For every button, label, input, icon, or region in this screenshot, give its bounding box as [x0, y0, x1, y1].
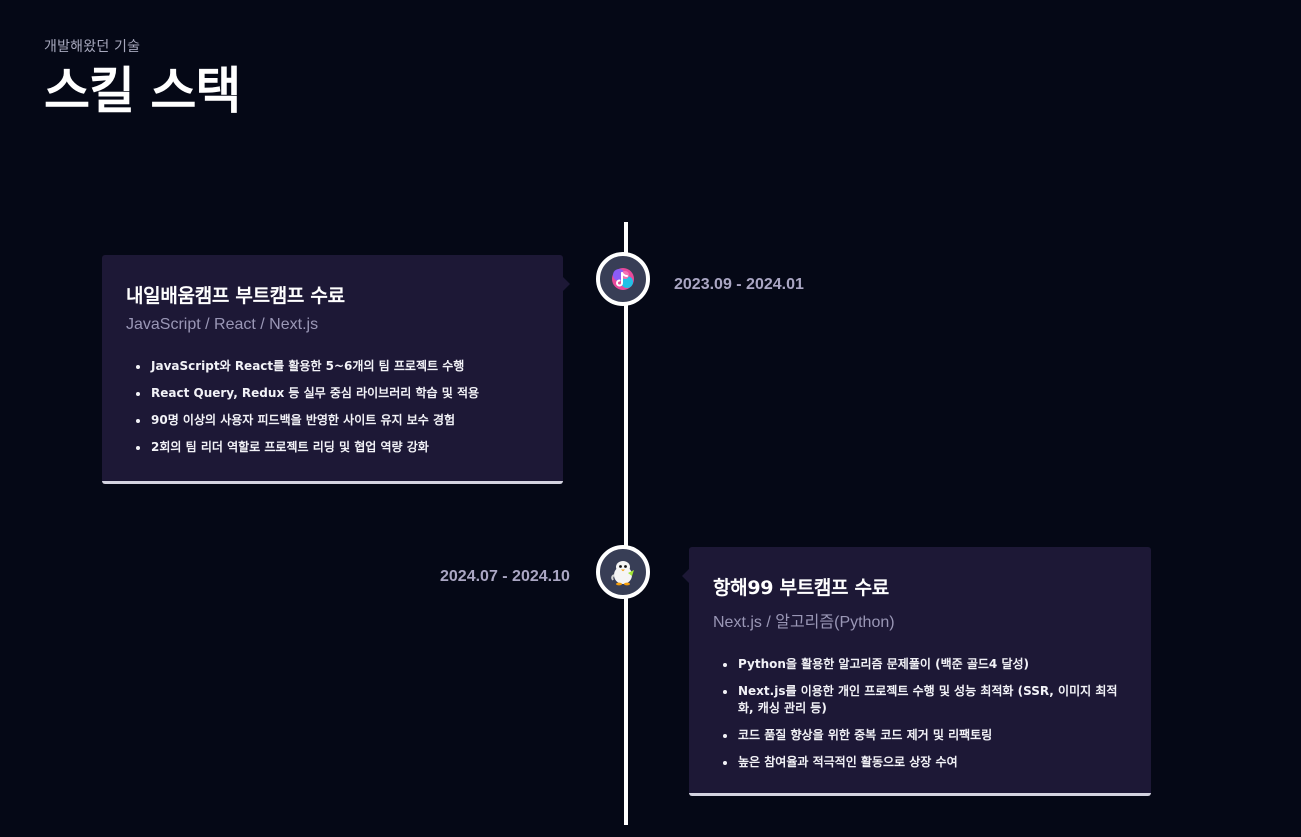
card-point: JavaScript와 React를 활용한 5~6개의 팀 프로젝트 수행 — [150, 358, 539, 375]
card-point: React Query, Redux 등 실무 중심 라이브러리 학습 및 적용 — [150, 385, 539, 402]
section-title: 스킬 스택 — [44, 62, 241, 120]
card-point: 2회의 팀 리더 역할로 프로젝트 리딩 및 협업 역량 강화 — [150, 439, 539, 456]
card-point: 높은 참여율과 적극적인 활동으로 상장 수여 — [737, 754, 1127, 771]
hanghae-mascot-icon — [611, 561, 634, 586]
timeline-date: 2023.09 - 2024.01 — [674, 276, 804, 293]
card-point: 90명 이상의 사용자 피드백을 반영한 사이트 유지 보수 경험 — [150, 412, 539, 429]
section-header: 개발해왔던 기술 스킬 스택 — [44, 36, 241, 120]
timeline-node — [596, 545, 650, 599]
card-stack: JavaScript / React / Next.js — [126, 316, 319, 333]
card-arrow — [682, 569, 689, 583]
timeline-card: 항해99 부트캠프 수료 Next.js / 알고리즘(Python) Pyth… — [682, 547, 1151, 796]
section-subtitle: 개발해왔던 기술 — [44, 39, 141, 55]
card-title: 항해99 부트캠프 수료 — [713, 577, 889, 599]
timeline-card: 내일배움캠프 부트캠프 수료 JavaScript / React / Next… — [102, 255, 570, 484]
card-title: 내일배움캠프 부트캠프 수료 — [126, 285, 345, 307]
spartacodingclub-logo-icon — [612, 268, 634, 290]
card-point: Python을 활용한 알고리즘 문제풀이 (백준 골드4 달성) — [737, 656, 1127, 673]
card-arrow — [563, 277, 570, 291]
timeline-line — [624, 222, 628, 825]
timeline-date: 2024.07 - 2024.10 — [440, 568, 570, 585]
timeline-node — [596, 252, 650, 306]
card-point: 코드 품질 향상을 위한 중복 코드 제거 및 리팩토링 — [737, 727, 1127, 744]
card-point: Next.js를 이용한 개인 프로젝트 수행 및 성능 최적화 (SSR, 이… — [737, 683, 1127, 717]
card-points: Python을 활용한 알고리즘 문제풀이 (백준 골드4 달성) Next.j… — [713, 656, 1127, 771]
card-points: JavaScript와 React를 활용한 5~6개의 팀 프로젝트 수행 R… — [126, 358, 539, 456]
card-stack: Next.js / 알고리즘(Python) — [713, 614, 895, 631]
